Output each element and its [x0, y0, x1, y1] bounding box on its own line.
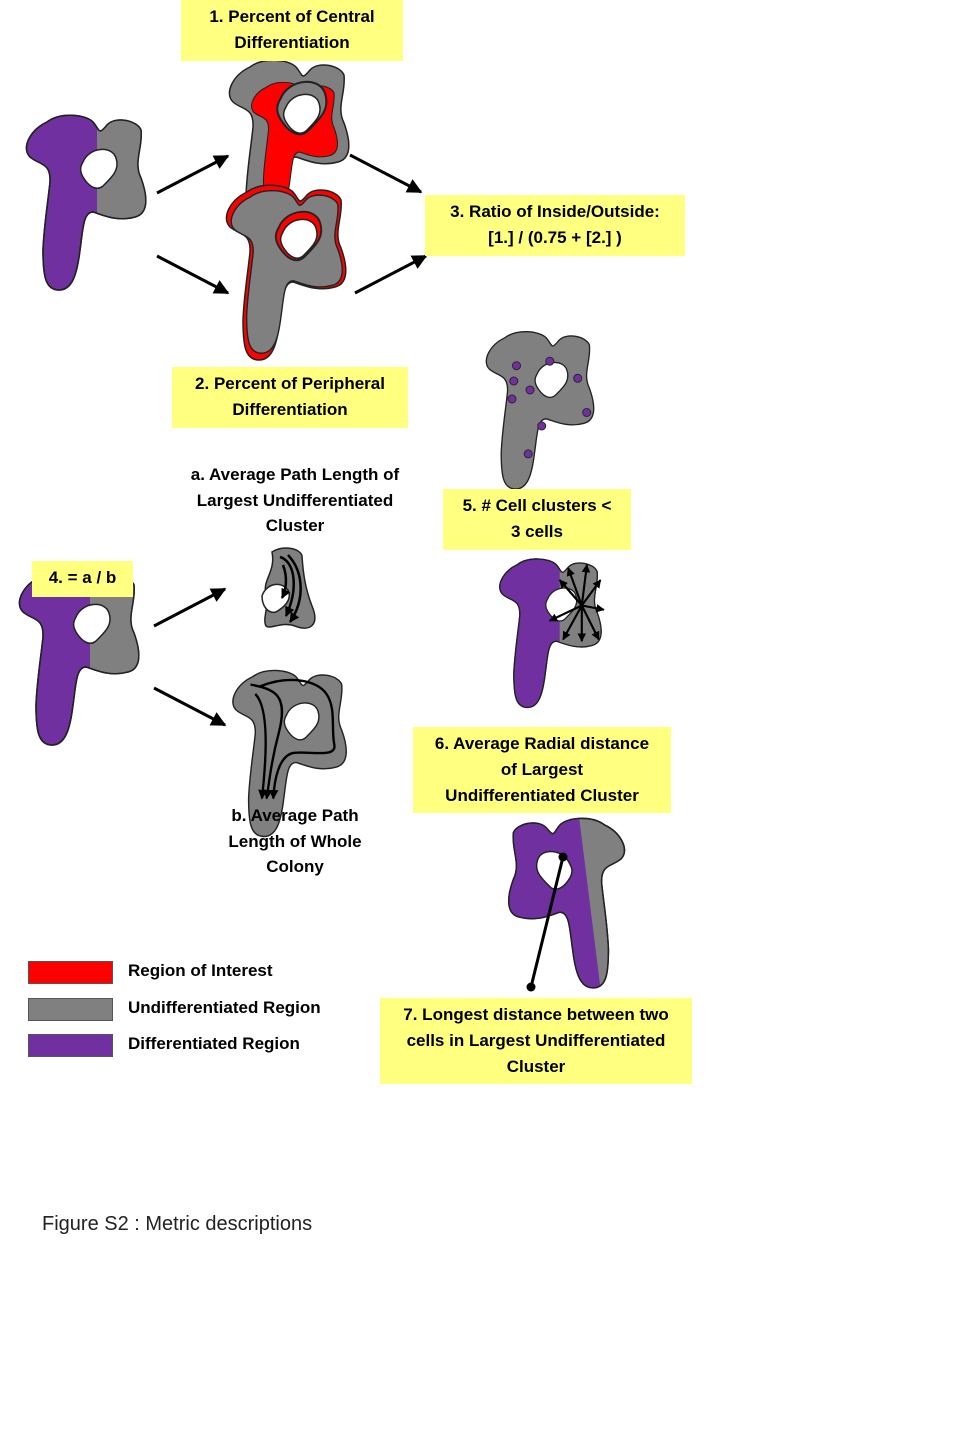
arrow-to-central	[156, 154, 230, 195]
metric-4a-line-1: a. Average Path Length of	[190, 465, 400, 484]
legend-swatch-differentiated	[28, 1034, 113, 1057]
metric-7-line-2: cells in Largest Undifferentiated	[406, 1031, 666, 1050]
cluster-dot	[511, 361, 521, 371]
metric-7-line-1: 7. Longest distance between two	[403, 1005, 669, 1024]
metric-4b-line-3: Colony	[266, 857, 324, 876]
metric-4-line: 4. = a / b	[48, 568, 117, 587]
arrow-to-peripheral	[156, 254, 230, 295]
cluster-dot	[525, 385, 535, 395]
metric-4a-line-2: Largest Undifferentiated	[196, 490, 394, 510]
colony-longest-distance	[507, 817, 626, 989]
metric-1-box: 1. Percent of Central Differentiation	[181, 0, 403, 61]
metric-6-line-1: 6. Average Radial distance	[434, 734, 650, 753]
longest-distance-line	[529, 856, 565, 988]
metric-6-box: 6. Average Radial distance of Largest Un…	[413, 727, 671, 813]
figure-caption: Figure S2 : Metric descriptions	[42, 1213, 313, 1235]
colony-peripheral	[225, 184, 347, 361]
cluster-dot	[523, 449, 533, 459]
metric-2-box: 2. Percent of Peripheral Differentiation	[172, 367, 408, 428]
colony-path-b	[232, 669, 347, 838]
legend-label-roi: Region of Interest	[128, 961, 273, 980]
metric-1-line-1: 1. Percent of Central	[209, 7, 375, 26]
legend-swatch-undifferentiated	[28, 998, 113, 1021]
arrow-central-to-ratio	[349, 153, 423, 194]
metric-4b-line-1: b. Average Path	[231, 806, 359, 825]
arrow-to-path-b	[153, 686, 227, 727]
legend-swatch-roi	[28, 961, 113, 984]
legend-label-undifferentiated: Undifferentiated Region	[128, 998, 321, 1017]
metric-3-line-2: [1.] / (0.75 + [2.] )	[488, 228, 622, 247]
metric-4b-line-2: Length of Whole	[228, 831, 362, 851]
arrow-peripheral-to-ratio	[354, 254, 428, 295]
colony-small-clusters	[485, 331, 595, 490]
cluster-dot	[582, 407, 592, 417]
metric-2-line-1: 2. Percent of Peripheral	[195, 374, 385, 393]
metric-4-box: 4. = a / b	[32, 561, 133, 597]
metric-5-line-2: 3 cells	[511, 522, 563, 541]
colony-split-1	[25, 114, 147, 291]
metric-6-line-3: Undifferentiated Cluster	[445, 786, 639, 805]
arrow-to-path-a	[153, 587, 227, 628]
metric-7-box: 7. Longest distance between two cells in…	[380, 998, 692, 1084]
metric-3-line-1: 3. Ratio of Inside/Outside:	[450, 202, 660, 221]
cluster-path-a	[261, 547, 316, 629]
legend-label-differentiated: Differentiated Region	[128, 1034, 300, 1053]
metric-4a-label: a. Average Path Length of Largest Undiff…	[170, 462, 420, 539]
cluster-dot	[507, 394, 517, 404]
metric-7-line-3: Cluster	[506, 1057, 566, 1076]
metric-2-line-2: Differentiation	[232, 400, 348, 419]
cluster-dot	[537, 421, 547, 431]
endpoint-bottom	[526, 982, 536, 992]
colony-radial	[499, 558, 605, 709]
metric-1-line-2: Differentiation	[234, 33, 350, 52]
metric-4a-line-3: Cluster	[265, 516, 325, 535]
metric-5-line-1: 5. # Cell clusters <	[462, 496, 612, 515]
cluster-dot	[545, 356, 555, 366]
endpoint-top	[558, 852, 568, 862]
cluster-dot	[509, 376, 519, 386]
metric-5-box: 5. # Cell clusters < 3 cells	[443, 489, 631, 550]
metric-4b-label: b. Average Path Length of Whole Colony	[195, 803, 395, 880]
cluster-dot	[573, 373, 583, 383]
metric-6-line-2: of Largest	[500, 760, 584, 779]
metric-3-box: 3. Ratio of Inside/Outside: [1.] / (0.75…	[425, 195, 685, 256]
